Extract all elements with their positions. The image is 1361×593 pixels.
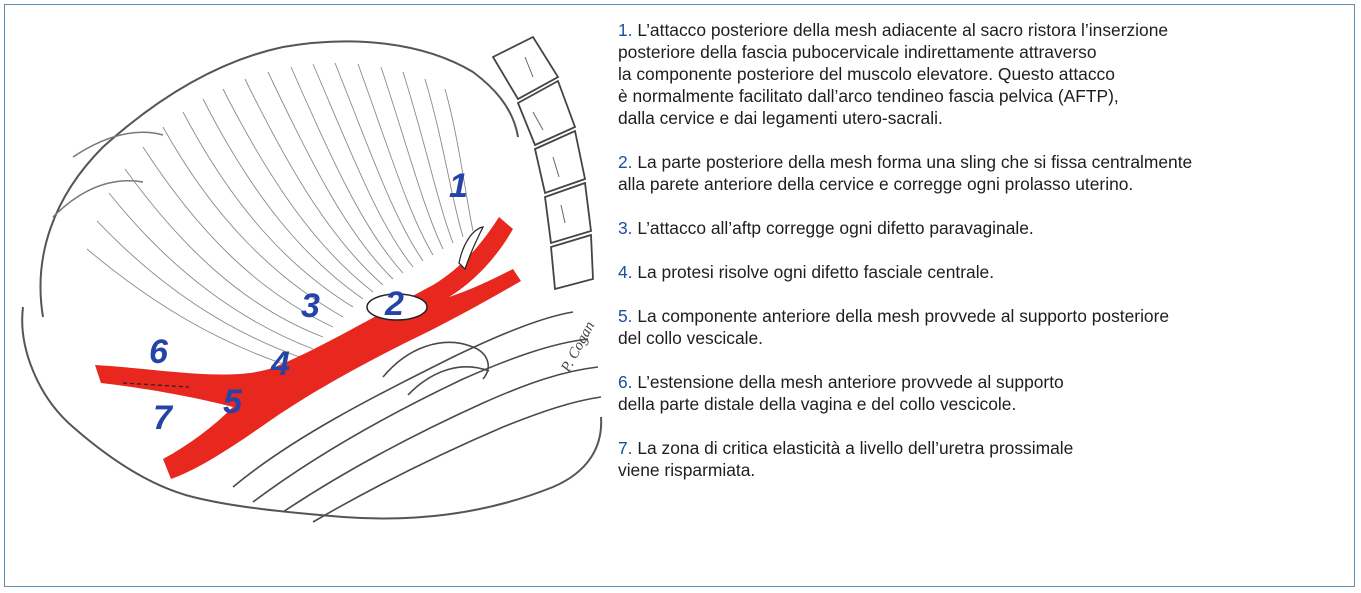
label-3: 3 (301, 287, 320, 325)
legend-item-3: 3. L’attacco all’aftp corregge ogni dife… (618, 217, 1348, 239)
legend-text-line: L’estensione della mesh anteriore provve… (637, 372, 1063, 392)
legend-text: 1. L’attacco posteriore della mesh adiac… (618, 19, 1348, 503)
legend-item-7: 7. La zona di critica elasticità a livel… (618, 437, 1348, 481)
legend-line: 4. La protesi risolve ogni difetto fasci… (618, 261, 1348, 283)
legend-number: 1. (618, 20, 633, 40)
legend-item-2: 2. La parte posteriore della mesh forma … (618, 151, 1348, 195)
legend-text-line: del collo vescicale. (618, 327, 1348, 349)
figure-frame: 1 2 3 4 5 6 7 P. Cogan 1. L’attacco post… (4, 4, 1355, 587)
legend-text-line: viene risparmiata. (618, 459, 1348, 481)
legend-text-line: La zona di critica elasticità a livello … (637, 438, 1073, 458)
legend-text-line: L’attacco all’aftp corregge ogni difetto… (637, 218, 1033, 238)
legend-number: 3. (618, 218, 633, 238)
legend-line: 5. La componente anteriore della mesh pr… (618, 305, 1348, 327)
legend-line: 7. La zona di critica elasticità a livel… (618, 437, 1348, 459)
legend-number: 5. (618, 306, 633, 326)
legend-item-5: 5. La componente anteriore della mesh pr… (618, 305, 1348, 349)
legend-line: 1. L’attacco posteriore della mesh adiac… (618, 19, 1348, 41)
legend-number: 7. (618, 438, 633, 458)
pelvis-lower-outline (22, 307, 601, 518)
legend-text-line: La protesi risolve ogni difetto fasciale… (637, 262, 994, 282)
legend-text-line: alla parete anteriore della cervice e co… (618, 173, 1348, 195)
label-1: 1 (449, 167, 468, 205)
legend-number: 4. (618, 262, 633, 282)
pelvic-floor-illustration: 1 2 3 4 5 6 7 P. Cogan (13, 17, 605, 577)
legend-text-line: La componente anteriore della mesh provv… (637, 306, 1169, 326)
legend-text-line: della parte distale della vagina e del c… (618, 393, 1348, 415)
legend-text-line: posteriore della fascia pubocervicale in… (618, 41, 1348, 63)
label-5: 5 (223, 383, 243, 421)
legend-line: 3. L’attacco all’aftp corregge ogni dife… (618, 217, 1348, 239)
sacrum (493, 37, 593, 289)
legend-number: 2. (618, 152, 633, 172)
legend-line: 6. L’estensione della mesh anteriore pro… (618, 371, 1348, 393)
legend-line: 2. La parte posteriore della mesh forma … (618, 151, 1348, 173)
pelvis-outline (41, 41, 519, 317)
legend-item-4: 4. La protesi risolve ogni difetto fasci… (618, 261, 1348, 283)
legend-text-line: dalla cervice e dai legamenti utero-sacr… (618, 107, 1348, 129)
label-2: 2 (384, 285, 404, 323)
label-7: 7 (153, 399, 174, 437)
label-4: 4 (270, 345, 290, 383)
legend-text-line: La parte posteriore della mesh forma una… (637, 152, 1192, 172)
bone-contour (53, 132, 163, 217)
legend-text-line: L’attacco posteriore della mesh adiacent… (637, 20, 1168, 40)
legend-number: 6. (618, 372, 633, 392)
legend-item-1: 1. L’attacco posteriore della mesh adiac… (618, 19, 1348, 129)
illustration-svg: 1 2 3 4 5 6 7 P. Cogan (13, 17, 605, 577)
legend-text-line: è normalmente facilitato dall’arco tendi… (618, 85, 1348, 107)
legend-text-line: la componente posteriore del muscolo ele… (618, 63, 1348, 85)
legend-item-6: 6. L’estensione della mesh anteriore pro… (618, 371, 1348, 415)
label-6: 6 (149, 333, 169, 371)
